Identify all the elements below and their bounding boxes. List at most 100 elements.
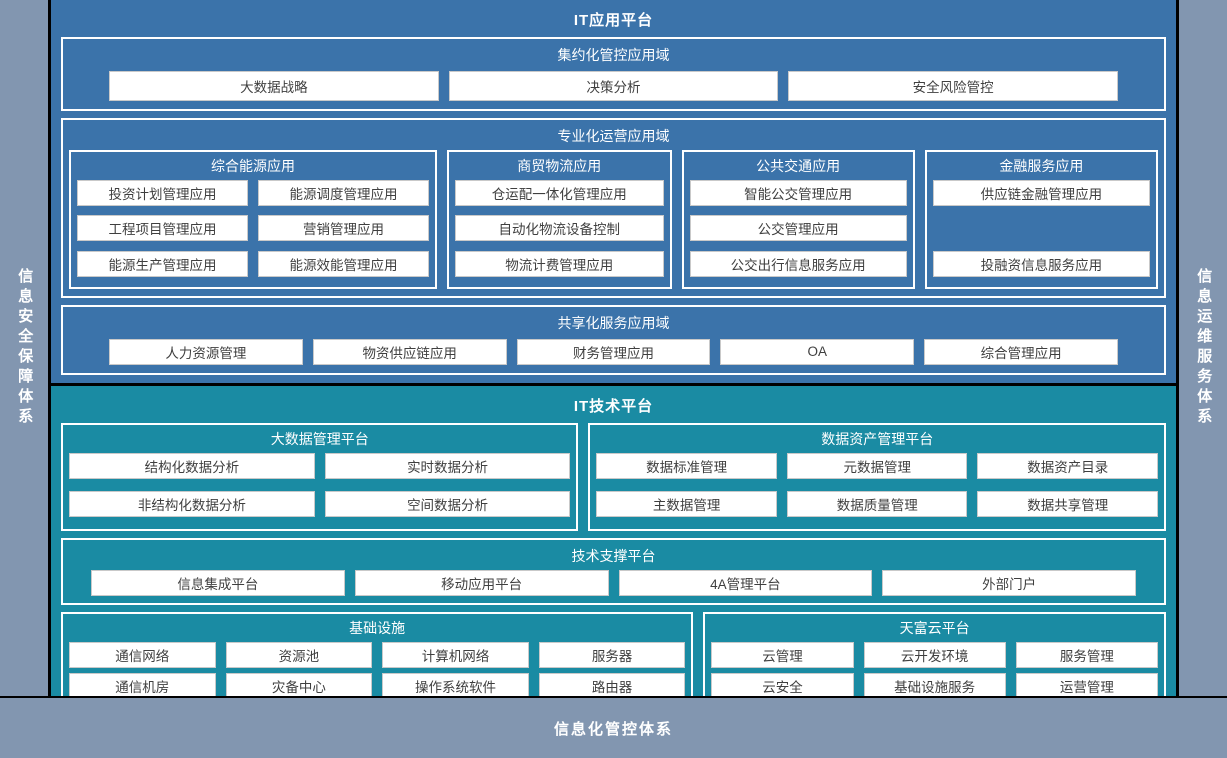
left-rail-information-security: 信息安全保障体系 — [0, 0, 51, 696]
diagram-body: 信息安全保障体系 IT应用平台 集约化管控应用域 大数据战略 决策分析 安全风险… — [0, 0, 1227, 717]
group-items: 通信网络 资源池 计算机网络 服务器 通信机房 灾备中心 操作系统软件 路由器 — [69, 642, 686, 699]
app-platform-title: IT应用平台 — [573, 12, 654, 29]
group-title: 公共交通应用 — [756, 158, 841, 174]
chip-cloud-mgmt[interactable]: 云管理 — [711, 642, 854, 668]
chip-cloud-security[interactable]: 云安全 — [711, 673, 854, 699]
chip-supply-chain-finance-mgmt[interactable]: 供应链金融管理应用 — [932, 180, 1150, 206]
right-rail-it-operations-service: 信息运维服务体系 — [1176, 0, 1227, 696]
domain-title: 技术支撑平台 — [571, 548, 656, 564]
group-title: 数据资产管理平台 — [821, 431, 934, 447]
bottom-bar-label: 信息化管控体系 — [553, 720, 673, 738]
tech-platform-title: IT技术平台 — [573, 398, 654, 415]
domain-shared-service: 共享化服务应用域 人力资源管理 物资供应链应用 财务管理应用 OA 综合管理应用 — [61, 305, 1166, 375]
chip-bus-travel-info-service[interactable]: 公交出行信息服务应用 — [689, 250, 907, 277]
right-rail-label: 信息运维服务体系 — [1195, 268, 1213, 428]
chip-structured-data-analysis[interactable]: 结构化数据分析 — [69, 453, 315, 479]
domain-specialized-operation: 专业化运营应用域 综合能源应用 投资计划管理应用 能源调度管理应用 工程项目管理… — [61, 118, 1166, 298]
group-infrastructure: 基础设施 通信网络 资源池 计算机网络 服务器 通信机房 灾备中心 操作系统软件… — [61, 612, 694, 707]
chip-marketing-mgmt[interactable]: 营销管理应用 — [257, 215, 429, 242]
group-items: 仓运配一体化管理应用 自动化物流设备控制 物流计费管理应用 — [454, 180, 664, 281]
it-application-platform: IT应用平台 集约化管控应用域 大数据战略 决策分析 安全风险管控 专业化运营应… — [51, 0, 1176, 383]
chip-hr-mgmt[interactable]: 人力资源管理 — [109, 338, 303, 365]
chip-unstructured-data-analysis[interactable]: 非结构化数据分析 — [69, 490, 315, 517]
chip-placeholder — [933, 215, 1150, 241]
it-technology-platform: IT技术平台 大数据管理平台 结构化数据分析 实时数据分析 非结构化数据分析 空… — [51, 383, 1176, 717]
domain-title: 集约化管控应用域 — [557, 47, 670, 63]
chip-mobile-application-platform[interactable]: 移动应用平台 — [354, 570, 609, 596]
left-rail-label: 信息安全保障体系 — [16, 268, 34, 428]
chip-spatial-data-analysis[interactable]: 空间数据分析 — [324, 490, 571, 517]
group-items: 投资计划管理应用 能源调度管理应用 工程项目管理应用 营销管理应用 能源生产管理… — [77, 180, 429, 281]
chip-data-sharing-mgmt[interactable]: 数据共享管理 — [977, 490, 1158, 517]
domain-groups: 大数据管理平台 结构化数据分析 实时数据分析 非结构化数据分析 空间数据分析 数… — [61, 423, 1166, 531]
group-items: 结构化数据分析 实时数据分析 非结构化数据分析 空间数据分析 — [69, 453, 571, 523]
group-public-transport: 公共交通应用 智能公交管理应用 公交管理应用 公交出行信息服务应用 — [681, 150, 915, 289]
chip-realtime-data-analysis[interactable]: 实时数据分析 — [324, 453, 571, 479]
chip-communication-room[interactable]: 通信机房 — [69, 673, 216, 699]
bottom-bar-informatization-governance: 信息化管控体系 — [0, 696, 1227, 758]
chip-computer-network[interactable]: 计算机网络 — [382, 642, 529, 668]
domain-items: 人力资源管理 物资供应链应用 财务管理应用 OA 综合管理应用 — [69, 337, 1158, 366]
chip-data-standard-mgmt[interactable]: 数据标准管理 — [596, 453, 777, 479]
chip-server[interactable]: 服务器 — [538, 642, 686, 668]
chip-big-data-strategy[interactable]: 大数据战略 — [109, 70, 439, 101]
chip-external-portal[interactable]: 外部门户 — [882, 570, 1136, 596]
chip-data-asset-catalog[interactable]: 数据资产目录 — [977, 453, 1158, 479]
chip-operating-system-software[interactable]: 操作系统软件 — [382, 673, 529, 699]
group-title: 金融服务应用 — [999, 158, 1084, 174]
chip-service-mgmt[interactable]: 服务管理 — [1015, 642, 1158, 668]
group-items: 云管理 云开发环境 服务管理 云安全 基础设施服务 运营管理 — [711, 642, 1158, 699]
group-items: 供应链金融管理应用 投融资信息服务应用 — [932, 180, 1150, 281]
domain-title: 共享化服务应用域 — [557, 315, 670, 331]
platforms-stack: IT应用平台 集约化管控应用域 大数据战略 决策分析 安全风险管控 专业化运营应… — [51, 0, 1176, 717]
group-title: 商贸物流应用 — [517, 158, 602, 174]
chip-infrastructure-service[interactable]: 基础设施服务 — [863, 673, 1006, 699]
group-title: 天富云平台 — [899, 620, 970, 636]
domain-items: 信息集成平台 移动应用平台 4A管理平台 外部门户 — [69, 570, 1158, 596]
chip-operations-mgmt[interactable]: 运营管理 — [1015, 673, 1158, 699]
chip-energy-efficiency-mgmt[interactable]: 能源效能管理应用 — [257, 250, 429, 277]
group-tianfu-cloud-platform: 天富云平台 云管理 云开发环境 服务管理 云安全 基础设施服务 运营管理 — [703, 612, 1166, 707]
chip-logistics-billing-mgmt[interactable]: 物流计费管理应用 — [454, 250, 664, 277]
group-items: 智能公交管理应用 公交管理应用 公交出行信息服务应用 — [689, 180, 907, 281]
domain-intensive-control: 集约化管控应用域 大数据战略 决策分析 安全风险管控 — [61, 37, 1166, 111]
chip-decision-analysis[interactable]: 决策分析 — [448, 70, 779, 101]
chip-warehouse-transport-integration[interactable]: 仓运配一体化管理应用 — [454, 180, 664, 206]
chip-bus-mgmt[interactable]: 公交管理应用 — [689, 215, 907, 242]
group-title: 基础设施 — [349, 620, 406, 636]
group-financial-service: 金融服务应用 供应链金融管理应用 投融资信息服务应用 — [924, 150, 1158, 289]
chip-energy-production-mgmt[interactable]: 能源生产管理应用 — [77, 250, 248, 277]
chip-master-data-mgmt[interactable]: 主数据管理 — [596, 490, 777, 517]
chip-oa[interactable]: OA — [720, 338, 915, 365]
chip-material-supply-chain[interactable]: 物资供应链应用 — [312, 338, 507, 365]
domain-infrastructure-cloud: 基础设施 通信网络 资源池 计算机网络 服务器 通信机房 灾备中心 操作系统软件… — [61, 612, 1166, 707]
domain-items: 大数据战略 决策分析 安全风险管控 — [69, 69, 1158, 102]
chip-data-quality-mgmt[interactable]: 数据质量管理 — [786, 490, 968, 517]
chip-4a-mgmt-platform[interactable]: 4A管理平台 — [618, 570, 873, 596]
group-integrated-energy: 综合能源应用 投资计划管理应用 能源调度管理应用 工程项目管理应用 营销管理应用… — [69, 150, 437, 289]
group-trade-logistics: 商贸物流应用 仓运配一体化管理应用 自动化物流设备控制 物流计费管理应用 — [446, 150, 672, 289]
chip-comprehensive-mgmt[interactable]: 综合管理应用 — [924, 338, 1118, 365]
chip-engineering-project-mgmt[interactable]: 工程项目管理应用 — [77, 215, 248, 242]
chip-investment-plan-mgmt[interactable]: 投资计划管理应用 — [77, 180, 248, 206]
group-items: 数据标准管理 元数据管理 数据资产目录 主数据管理 数据质量管理 数据共享管理 — [596, 453, 1158, 523]
group-data-asset-mgmt-platform: 数据资产管理平台 数据标准管理 元数据管理 数据资产目录 主数据管理 数据质量管… — [588, 423, 1166, 531]
chip-security-risk-control[interactable]: 安全风险管控 — [788, 70, 1118, 101]
domain-data-platforms: 大数据管理平台 结构化数据分析 实时数据分析 非结构化数据分析 空间数据分析 数… — [61, 423, 1166, 531]
chip-investment-financing-info-service[interactable]: 投融资信息服务应用 — [932, 250, 1150, 277]
chip-cloud-dev-environment[interactable]: 云开发环境 — [863, 642, 1006, 668]
chip-communication-network[interactable]: 通信网络 — [69, 642, 216, 668]
domain-groups: 基础设施 通信网络 资源池 计算机网络 服务器 通信机房 灾备中心 操作系统软件… — [61, 612, 1166, 707]
chip-finance-mgmt[interactable]: 财务管理应用 — [516, 338, 711, 365]
chip-resource-pool[interactable]: 资源池 — [225, 642, 373, 668]
chip-metadata-mgmt[interactable]: 元数据管理 — [786, 453, 968, 479]
chip-energy-dispatch-mgmt[interactable]: 能源调度管理应用 — [257, 180, 429, 206]
domain-technical-support-platform: 技术支撑平台 信息集成平台 移动应用平台 4A管理平台 外部门户 — [61, 538, 1166, 605]
group-title: 大数据管理平台 — [270, 431, 369, 447]
chip-smart-bus-mgmt[interactable]: 智能公交管理应用 — [689, 180, 907, 206]
chip-information-integration-platform[interactable]: 信息集成平台 — [91, 570, 345, 596]
chip-automated-logistics-equipment-control[interactable]: 自动化物流设备控制 — [454, 215, 664, 242]
group-title: 综合能源应用 — [210, 158, 295, 174]
domain-groups: 综合能源应用 投资计划管理应用 能源调度管理应用 工程项目管理应用 营销管理应用… — [69, 150, 1158, 289]
